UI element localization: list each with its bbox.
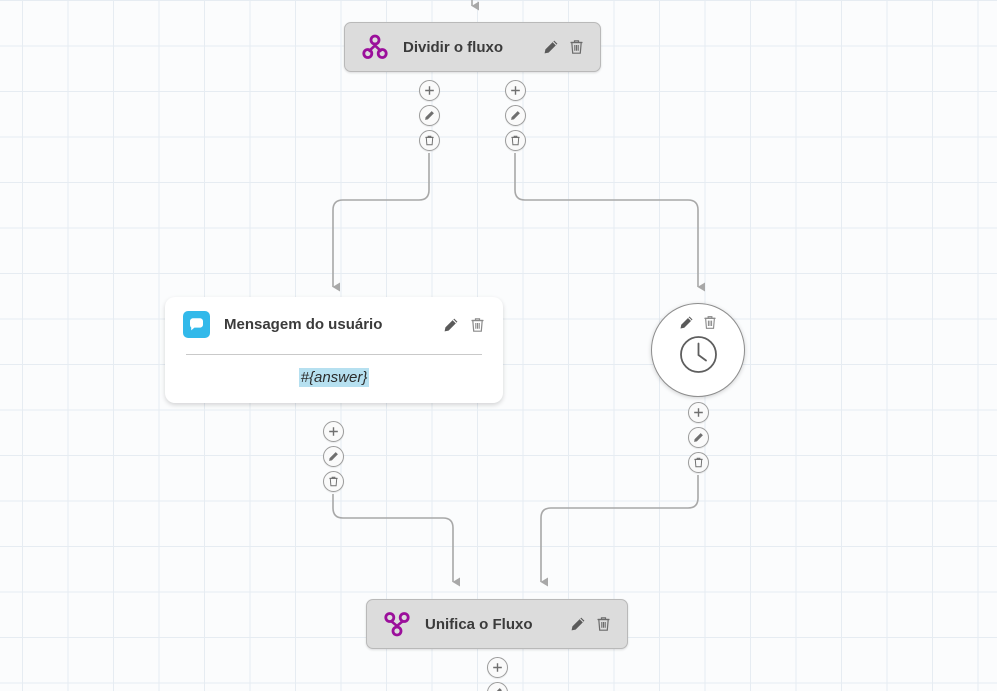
edit-connection-button[interactable] bbox=[487, 682, 508, 691]
delete-connection-button[interactable] bbox=[419, 130, 440, 151]
card-divider bbox=[186, 354, 482, 355]
edit-icon[interactable] bbox=[679, 315, 694, 330]
node-split-flow[interactable]: Dividir o fluxo bbox=[344, 22, 601, 72]
edge-split-to-user-message bbox=[332, 153, 430, 292]
node-actions bbox=[679, 315, 717, 330]
trash-icon[interactable] bbox=[569, 39, 584, 55]
add-node-button[interactable] bbox=[419, 80, 440, 101]
node-title: Mensagem do usuário bbox=[224, 316, 383, 333]
port-output-port-delay[interactable] bbox=[688, 402, 709, 473]
trash-icon[interactable] bbox=[596, 616, 611, 632]
clock-icon bbox=[678, 334, 719, 375]
trash-icon[interactable] bbox=[703, 315, 717, 330]
node-delay[interactable] bbox=[651, 303, 745, 397]
node-actions bbox=[443, 317, 485, 333]
add-node-button[interactable] bbox=[688, 402, 709, 423]
edit-icon[interactable] bbox=[443, 317, 459, 333]
port-output-port-left[interactable] bbox=[419, 80, 440, 151]
node-title: Dividir o fluxo bbox=[403, 38, 504, 56]
trash-icon[interactable] bbox=[470, 317, 485, 333]
edge-split-to-delay bbox=[514, 153, 705, 292]
variable-token: #{answer} bbox=[298, 368, 370, 387]
node-actions bbox=[552, 616, 611, 632]
chat-bubble-icon bbox=[183, 311, 210, 338]
node-actions bbox=[525, 39, 584, 55]
port-output-port-right[interactable] bbox=[505, 80, 526, 151]
add-node-button[interactable] bbox=[505, 80, 526, 101]
edit-icon[interactable] bbox=[570, 616, 586, 632]
delete-connection-button[interactable] bbox=[505, 130, 526, 151]
edit-connection-button[interactable] bbox=[505, 105, 526, 126]
delete-connection-button[interactable] bbox=[688, 452, 709, 473]
node-title: Unifica o Fluxo bbox=[425, 615, 533, 633]
card-body: #{answer} bbox=[183, 355, 485, 387]
delete-connection-button[interactable] bbox=[323, 471, 344, 492]
node-user-message[interactable]: Mensagem do usuário bbox=[165, 297, 503, 403]
edit-connection-button[interactable] bbox=[688, 427, 709, 448]
add-node-button[interactable] bbox=[487, 657, 508, 678]
edit-icon[interactable] bbox=[543, 39, 559, 55]
merge-flow-icon bbox=[383, 610, 411, 638]
split-flow-icon bbox=[361, 33, 389, 61]
node-merge-flow[interactable]: Unifica o Fluxo bbox=[366, 599, 628, 649]
port-output-port-merge[interactable] bbox=[487, 657, 508, 691]
edge-delay-to-merge bbox=[540, 475, 699, 587]
add-node-button[interactable] bbox=[323, 421, 344, 442]
card-header: Mensagem do usuário bbox=[183, 311, 485, 338]
port-output-port-user-message[interactable] bbox=[323, 421, 344, 492]
edge-user-message-to-merge bbox=[332, 494, 460, 587]
edit-connection-button[interactable] bbox=[419, 105, 440, 126]
edit-connection-button[interactable] bbox=[323, 446, 344, 467]
